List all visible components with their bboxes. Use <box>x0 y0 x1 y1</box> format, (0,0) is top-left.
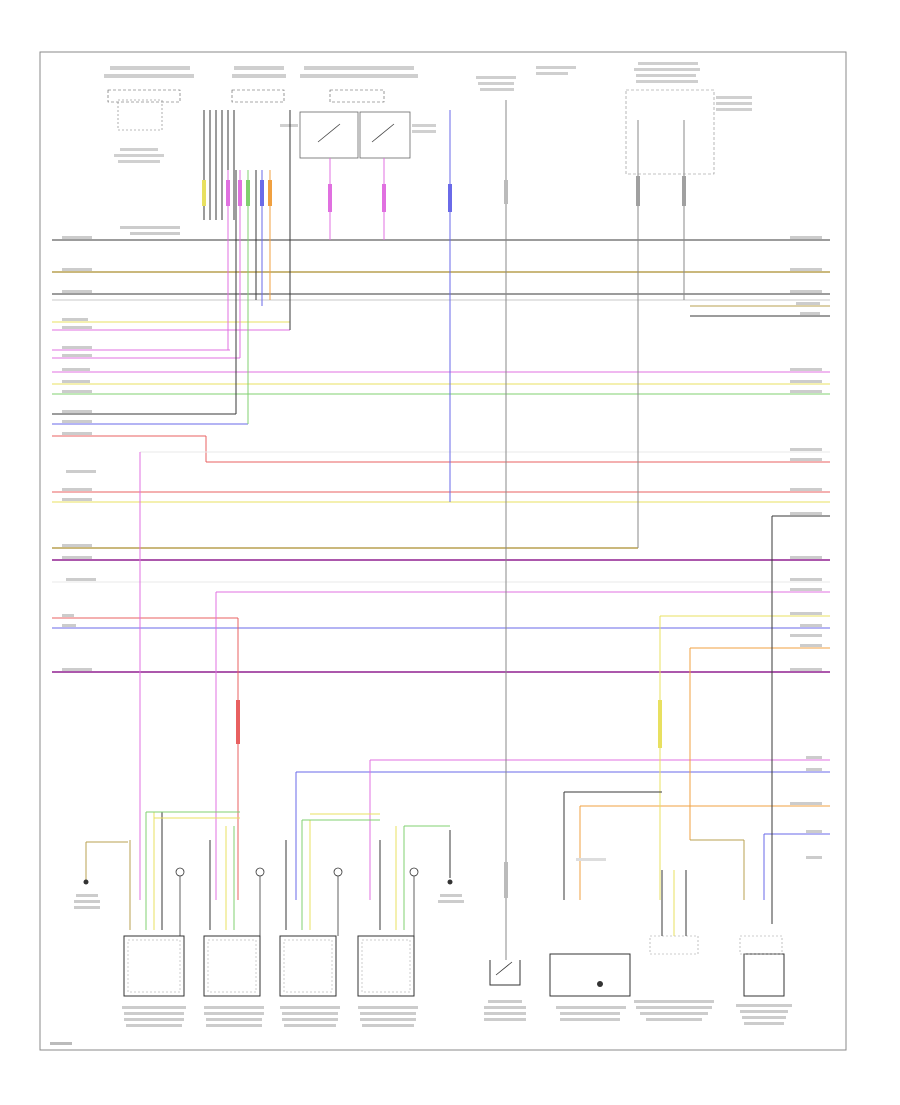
ignition-coil-1 <box>122 811 240 1027</box>
ground-right <box>438 830 464 903</box>
ignition-coil-2 <box>203 826 265 1027</box>
top-switch-block <box>280 66 436 159</box>
left-wire-labels <box>62 226 180 671</box>
fuel-pressure-sensor <box>736 935 792 1025</box>
horizontal-harness-wires <box>52 239 830 924</box>
crankshaft-position-sensor <box>634 870 714 1021</box>
oil-pressure-switch <box>484 960 526 1021</box>
ignition-coil-3 <box>279 813 380 1027</box>
ignition-coil-4 <box>357 825 450 1027</box>
diagram-border <box>39 51 847 1051</box>
knock-sensor <box>549 858 631 1021</box>
ground-left <box>74 841 128 909</box>
top-connector-block-left <box>104 66 194 163</box>
right-wire-labels <box>790 236 822 859</box>
top-connector-block-middle-left <box>231 66 286 103</box>
footer-code-mark <box>50 1042 72 1045</box>
top-connector-right <box>476 62 752 175</box>
wire-color-markers <box>202 176 686 898</box>
